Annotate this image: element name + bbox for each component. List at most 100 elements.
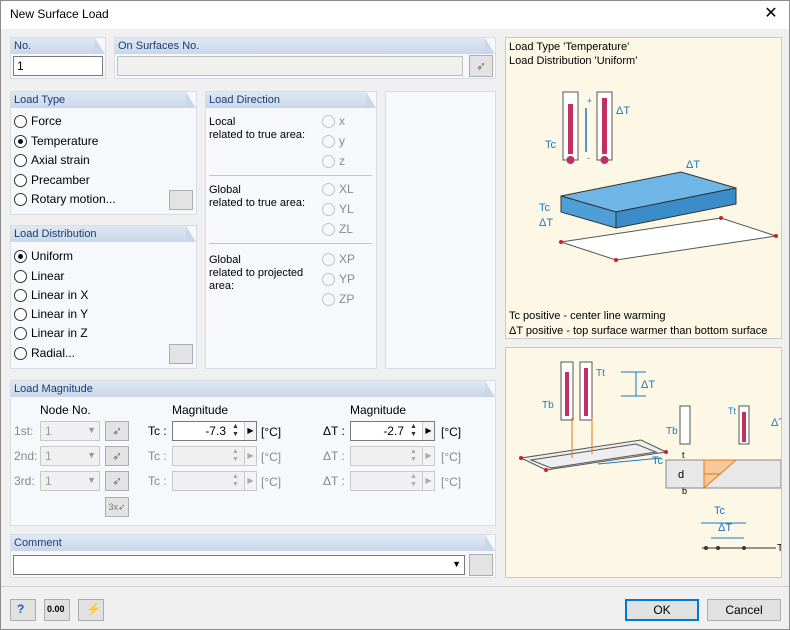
tc-input-3[interactable]: ▲▼▶: [172, 471, 257, 491]
temperature-slab-diagram: + - ΔT Tc ΔT Tc ΔT: [539, 91, 778, 262]
svg-text:ΔT: ΔT: [718, 522, 732, 534]
help-button[interactable]: ?: [10, 599, 36, 621]
svg-text:ΔT: ΔT: [771, 417, 781, 429]
title-bar: New Surface Load ✕: [1, 1, 789, 29]
pick-node-button-1[interactable]: ➶: [105, 421, 129, 441]
tc-symbol-2: Tc :: [148, 449, 167, 463]
ok-button[interactable]: OK: [625, 599, 699, 621]
svg-text:Tb: Tb: [542, 400, 554, 411]
info-note-tc: Tc positive - center line warming: [509, 310, 666, 322]
svg-text:t: t: [682, 450, 685, 460]
dt-unit-3: [°C]: [441, 475, 462, 489]
dt-symbol-1: ΔT :: [323, 424, 345, 438]
tc-symbol-3: Tc :: [148, 474, 167, 488]
pick-surfaces-button[interactable]: ➶: [469, 55, 493, 77]
local-direction-label: Local related to true area:: [209, 116, 306, 141]
svg-text:d: d: [678, 469, 684, 481]
no-input[interactable]: 1: [13, 56, 103, 76]
divider: [209, 243, 372, 244]
footer-divider: [1, 586, 789, 587]
svg-text:Tt: Tt: [596, 368, 605, 379]
magnitude2-label: Magnitude: [350, 403, 407, 417]
tc-unit-1: [°C]: [261, 425, 282, 439]
comment-input[interactable]: ▼: [13, 555, 465, 575]
info-note-dt: ΔT positive - top surface warmer than bo…: [509, 325, 768, 337]
divider: [209, 175, 372, 176]
info-load-type: Load Type 'Temperature': [509, 41, 630, 53]
cancel-button[interactable]: Cancel: [707, 599, 781, 621]
load-distribution-header: Load Distribution: [11, 226, 196, 242]
load-direction-group: Load Direction Local related to true are…: [205, 91, 377, 369]
dt-input-3[interactable]: ▲▼▶: [350, 471, 435, 491]
dt-symbol-3: ΔT :: [323, 474, 345, 488]
tc-input-2[interactable]: ▲▼▶: [172, 446, 257, 466]
load-wizard-button[interactable]: ⚡: [78, 599, 104, 621]
svg-text:Tc: Tc: [539, 202, 551, 214]
svg-text:b: b: [682, 486, 687, 496]
row-label-1: 1st:: [14, 424, 34, 438]
load-distribution-group: Load Distribution Uniform Linear Linear …: [10, 225, 197, 369]
row-label-2: 2nd:: [14, 449, 38, 463]
load-type-group: Load Type Force Temperature Axial strain…: [10, 91, 197, 215]
dt-unit-2: [°C]: [441, 450, 462, 464]
options-group: [385, 91, 496, 369]
magnitude-label: Magnitude: [172, 403, 229, 417]
dt-unit-1: [°C]: [441, 425, 462, 439]
global-projected-label: Global related to projected area:: [209, 254, 304, 292]
svg-text:ΔT: ΔT: [616, 105, 630, 117]
svg-text:Tt: Tt: [728, 406, 736, 416]
surfaces-header: On Surfaces No.: [115, 38, 495, 54]
dt-input-2[interactable]: ▲▼▶: [350, 446, 435, 466]
pick-3-nodes-button[interactable]: 3x➶: [105, 497, 129, 517]
units-button[interactable]: 0.00: [44, 599, 70, 621]
svg-text:Tc: Tc: [545, 139, 557, 151]
load-magnitude-header: Load Magnitude: [11, 381, 495, 397]
node-select-1[interactable]: 1▼: [40, 421, 100, 441]
info-panel-top: Load Type 'Temperature' Load Distributio…: [505, 37, 782, 339]
tc-symbol-1: Tc :: [148, 424, 167, 438]
svg-text:ΔT: ΔT: [686, 159, 700, 171]
rotary-edit-button[interactable]: [169, 190, 193, 210]
tc-input-1[interactable]: -7.3▲▼▶: [172, 421, 257, 441]
node-select-3[interactable]: 1▼: [40, 471, 100, 491]
node-select-2[interactable]: 1▼: [40, 446, 100, 466]
comment-group: Comment ▼: [10, 534, 496, 578]
comment-library-button[interactable]: [469, 554, 493, 576]
node-no-label: Node No.: [40, 403, 91, 417]
surfaces-group: On Surfaces No. ➶: [114, 37, 496, 79]
no-header: No.: [11, 38, 105, 54]
temperature-profile-diagram: Tb Tt ΔT Tc: [519, 361, 781, 554]
svg-text:ΔT: ΔT: [641, 379, 655, 391]
load-magnitude-group: Load Magnitude Node No. Magnitude Magnit…: [10, 380, 496, 526]
tc-unit-3: [°C]: [261, 475, 282, 489]
units-icon: 0.00: [47, 604, 65, 614]
chevron-down-icon: ▼: [452, 559, 461, 569]
svg-text:Tc: Tc: [714, 505, 726, 517]
global-true-label: Global related to true area:: [209, 184, 306, 209]
tc-unit-2: [°C]: [261, 450, 282, 464]
load-direction-header: Load Direction: [206, 92, 376, 108]
no-group: No. 1: [10, 37, 106, 79]
svg-text:Tc: Tc: [652, 455, 664, 467]
surfaces-input[interactable]: [117, 56, 463, 76]
comment-header: Comment: [11, 535, 495, 551]
pick-node-button-3[interactable]: ➶: [105, 471, 129, 491]
svg-text:-: -: [587, 153, 590, 163]
dt-symbol-2: ΔT :: [323, 449, 345, 463]
dt-input-1[interactable]: -2.7▲▼▶: [350, 421, 435, 441]
radial-edit-button[interactable]: [169, 344, 193, 364]
help-icon: ?: [17, 602, 25, 616]
svg-text:T: T: [777, 543, 781, 554]
pick-node-button-2[interactable]: ➶: [105, 446, 129, 466]
info-panel-bottom: Tb Tt ΔT Tc: [505, 347, 782, 578]
lightning-icon: ⚡: [86, 602, 101, 616]
close-icon[interactable]: ✕: [764, 5, 778, 22]
row-label-3: 3rd:: [14, 474, 35, 488]
svg-text:+: +: [587, 96, 592, 106]
load-type-header: Load Type: [11, 92, 196, 108]
svg-text:Tb: Tb: [666, 426, 678, 437]
svg-text:ΔT: ΔT: [539, 217, 553, 229]
window-title: New Surface Load: [10, 7, 109, 21]
info-load-distribution: Load Distribution 'Uniform': [509, 55, 638, 67]
